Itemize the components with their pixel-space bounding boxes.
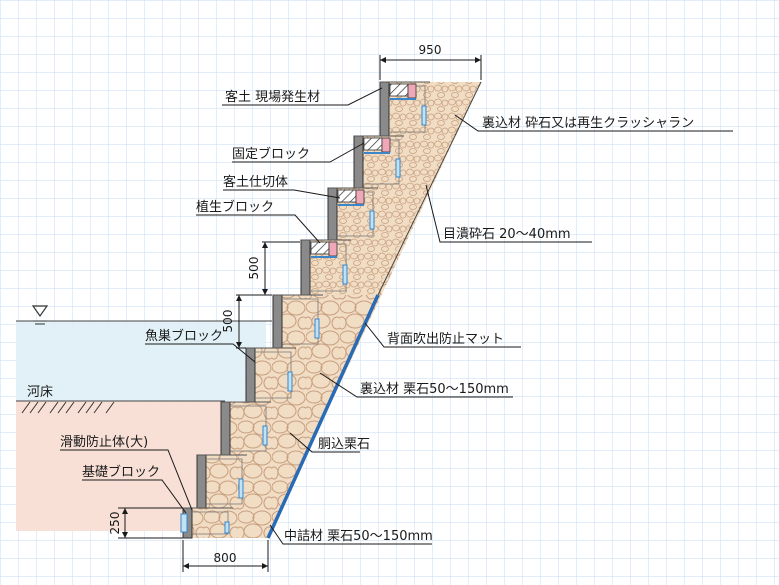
dimension-500a: 500 [247, 241, 300, 296]
block-face-4 [300, 239, 311, 296]
dimension-250: 250 [108, 507, 183, 539]
block-partition-8 [238, 478, 244, 499]
slope-line [377, 81, 482, 296]
soil-partition-1 [407, 83, 417, 99]
dimension-800: 800 [182, 540, 269, 572]
water-level-symbol [31, 305, 49, 325]
block-face-1 [379, 81, 390, 137]
block-partition-9 [224, 521, 230, 534]
crushed-stone-zone [301, 82, 481, 295]
leader-lines [60, 87, 733, 545]
block-partition-3 [369, 210, 375, 230]
block-stack [180, 81, 430, 539]
label-dogome: 胴込栗石 [318, 437, 370, 452]
block-face-7 [220, 401, 231, 456]
block-partition-6 [287, 371, 293, 392]
dim-800-text: 800 [214, 551, 237, 565]
anti-slip-body [180, 513, 188, 533]
dim-top-text: 950 [419, 43, 442, 57]
riverbed-hatch [21, 401, 115, 414]
dim-500b-text: 500 [221, 310, 235, 333]
block-partition-5 [314, 318, 320, 339]
back-mat-line [266, 294, 380, 539]
label-gyosou: 魚巣ブロック [145, 328, 223, 344]
block-partition-2 [395, 158, 401, 178]
dim-250-text: 250 [108, 512, 122, 535]
soil-hatch-4 [310, 241, 330, 255]
dim-500a-text: 500 [247, 257, 261, 280]
label-nakazume: 中詰材 栗石50～150mm [284, 528, 433, 544]
soil-partition-2 [381, 137, 391, 153]
label-kiso: 基礎ブロック [82, 464, 160, 480]
label-haimen: 背面吹出防止マット [387, 331, 504, 347]
label-shokusei: 植生ブロック [196, 199, 274, 215]
block-partition-7 [262, 425, 268, 446]
label-kyakudo: 客土 現場発生材 [225, 89, 320, 105]
label-urakomi-top: 裏込材 砕石又は再生クラッシャラン [482, 116, 694, 131]
label-urakomi-low: 裏込材 栗石50～150mm [360, 382, 509, 397]
labels: 客土 現場発生材 裏込材 砕石又は再生クラッシャラン 固定ブロック 客土仕切体 … [27, 89, 694, 544]
water-area [16, 321, 266, 401]
block-face-8 [196, 454, 207, 509]
soil-hatch-1 [389, 83, 409, 97]
soil-partition-4 [328, 241, 338, 257]
label-kotei: 固定ブロック [232, 146, 310, 162]
label-kasho: 河床 [27, 385, 53, 400]
label-katsudo: 滑動防止体(大) [60, 434, 148, 450]
soil-partition-3 [355, 189, 365, 205]
dimension-top: 950 [379, 43, 482, 80]
block-face-5 [272, 294, 283, 349]
block-partition-4 [342, 264, 348, 285]
label-mezumi: 目潰砕石 20～40mm [443, 227, 571, 242]
block-partition-1 [421, 105, 427, 126]
label-shikiri: 客土仕切体 [223, 174, 288, 190]
soil-hatch-2 [363, 137, 383, 151]
dimension-500b: 500 [221, 294, 272, 349]
soil-hatch-3 [337, 189, 357, 203]
